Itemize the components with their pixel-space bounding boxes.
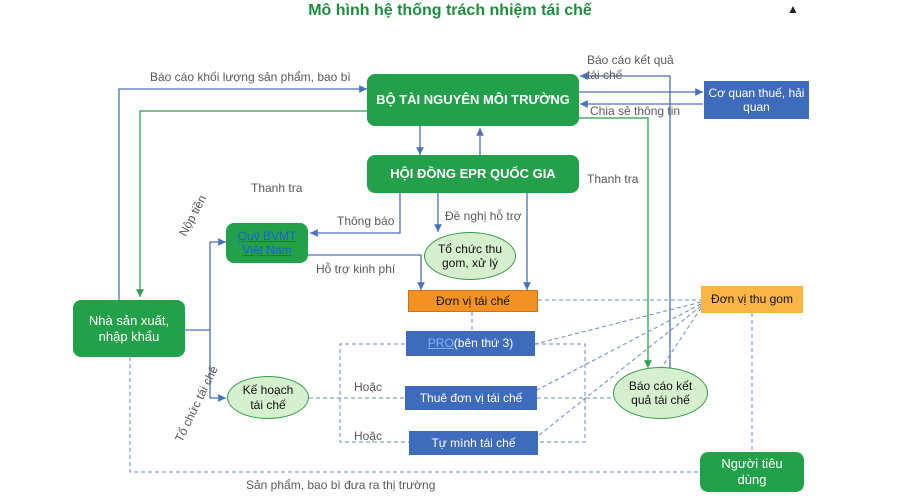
arrow-fund-support — [308, 254, 425, 290]
label-report-result-2: tái chế — [587, 68, 623, 82]
pro-node[interactable]: PRO (bên thứ 3) — [406, 331, 535, 356]
dashed-collector-report — [659, 307, 702, 371]
label-or-1: Hoặc — [354, 380, 383, 394]
collector-node[interactable]: Đơn vị thu gom — [701, 286, 803, 313]
pro-link[interactable]: PRO — [427, 336, 454, 351]
arrow-producer-to-ministry — [118, 85, 367, 300]
label-request-support: Đề nghị hỗ trợ — [445, 209, 522, 223]
producer-node[interactable]: Nhà sản xuất, nhập khẩu — [73, 300, 185, 357]
label-share-info: Chia sẻ thông tin — [590, 104, 681, 118]
collection-org-node[interactable]: Tổ chức thu gom, xử lý — [424, 232, 516, 280]
ministry-node[interactable]: BỘ TÀI NGUYÊN MÔI TRƯỜNG — [367, 74, 579, 126]
plan-node[interactable]: Kế hoạch tái chế — [227, 376, 309, 419]
label-notify: Thông báo — [337, 214, 395, 228]
label-fund-support: Hỗ trợ kinh phí — [316, 262, 396, 276]
arrow-report-to-ministry — [580, 72, 671, 368]
dashed-collector-hire — [536, 303, 702, 391]
arrow-ministry-to-report — [578, 117, 652, 368]
mouse-cursor-icon: ▲ — [787, 2, 799, 16]
report-result-node[interactable]: Báo cáo kết quả tái chế — [613, 367, 708, 419]
self-recycle-node[interactable]: Tự mình tái chế — [409, 431, 538, 455]
label-or-2: Hoặc — [354, 429, 383, 443]
label-products-market: Sản phẩm, bao bì đưa ra thị trường — [246, 478, 436, 492]
hire-recycler-node[interactable]: Thuê đơn vị tái chế — [405, 386, 537, 410]
label-inspect-right: Thanh tra — [587, 172, 639, 186]
fund-node[interactable]: Quỹ BVMT Việt Nam — [226, 223, 308, 263]
fund-link-line2[interactable]: Việt Nam — [242, 243, 292, 257]
label-report-volume: Báo cáo khối lượng sản phẩm, bao bì — [150, 70, 351, 84]
arrow-producer-to-fund — [185, 238, 226, 331]
arrow-ministry-to-producer — [136, 110, 367, 297]
arrow-council-to-fund — [310, 193, 401, 237]
recycler-node[interactable]: Đơn vị tái chế — [408, 290, 538, 312]
label-inspect-left: Thanh tra — [251, 181, 303, 195]
dashed-bracket-right — [535, 343, 586, 443]
dashed-producer-to-consumer — [129, 357, 700, 473]
page-title: Mô hình hệ thống trách nhiệm tái chế — [308, 2, 592, 19]
council-node[interactable]: HỘI ĐỒNG EPR QUỐC GIA — [367, 155, 579, 193]
fund-link-line1[interactable]: Quỹ BVMT — [237, 228, 297, 243]
arrow-producer-to-plan — [209, 330, 226, 402]
dashed-collector-pro — [534, 301, 702, 345]
pro-suffix: (bên thứ 3) — [453, 336, 514, 351]
tax-customs-node[interactable]: Cơ quan thuế, hải quan — [704, 81, 809, 119]
dashed-bracket-left — [339, 343, 409, 443]
label-report-result-1: Báo cáo kết quả — [587, 53, 674, 67]
consumer-node[interactable]: Người tiêu dùng — [700, 452, 804, 492]
